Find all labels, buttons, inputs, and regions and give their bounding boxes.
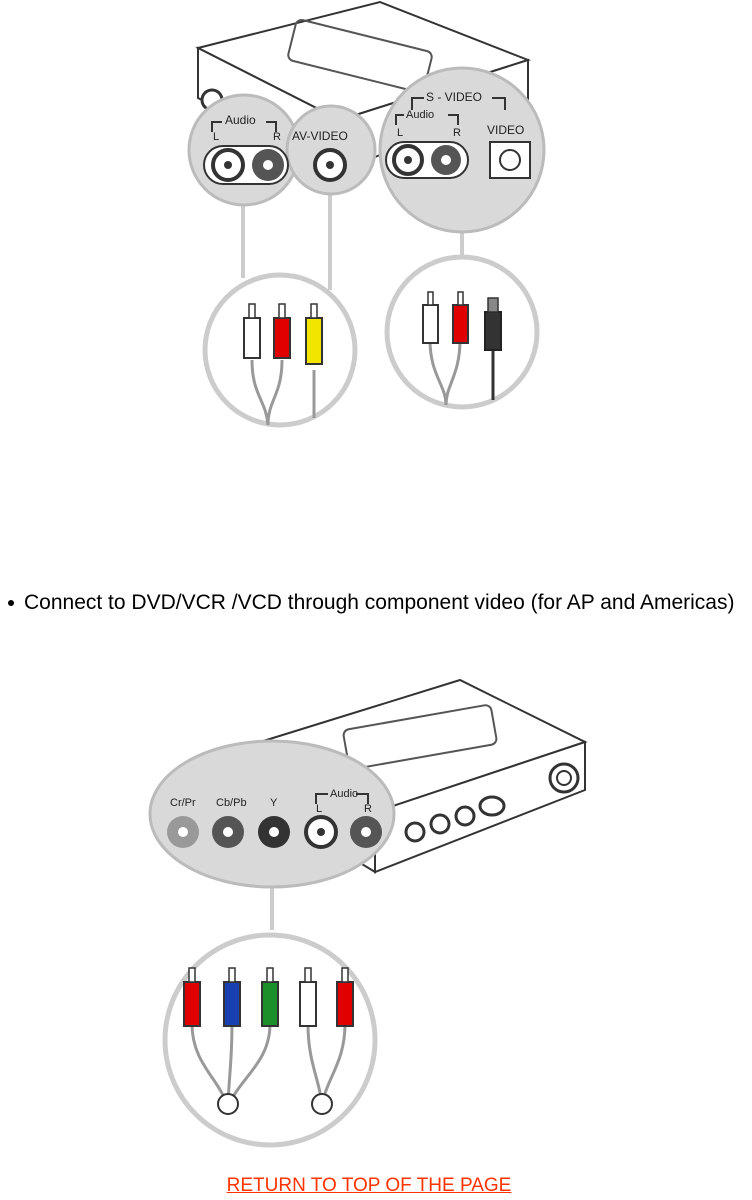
audio-left-label: L [316, 803, 322, 815]
av-video-label: AV-VIDEO [292, 129, 348, 143]
component-video-connection-diagram: Cr/Pr Cb/Pb Y Audio L R [148, 678, 588, 1148]
audio-label: Audio [225, 113, 256, 127]
component-video-instruction: Connect to DVD/VCR /VCD through componen… [24, 591, 735, 614]
svideo-cable-illustration [384, 254, 540, 410]
svideo-audio-label: Audio [406, 109, 434, 121]
cb-pb-label: Cb/Pb [216, 797, 247, 809]
svideo-input-panel: S - VIDEO Audio L R VIDEO [378, 66, 546, 234]
bullet-icon [8, 600, 14, 606]
svideo-label: S - VIDEO [426, 90, 482, 104]
return-to-top-link[interactable]: RETURN TO TOP OF THE PAGE [0, 1175, 752, 1197]
component-cable-illustration [162, 932, 378, 1148]
svideo-audio-right-label: R [453, 127, 461, 139]
audio-right-label: R [273, 131, 281, 143]
audio-label: Audio [330, 788, 358, 800]
component-input-panel: Cr/Pr Cb/Pb Y Audio L R [148, 739, 396, 889]
rca-cable-illustration [202, 272, 358, 428]
av-input-panel: Audio L R AV-VIDEO [187, 93, 377, 207]
video-label: VIDEO [487, 123, 524, 137]
svideo-audio-left-label: L [397, 127, 403, 139]
y-label: Y [270, 797, 278, 809]
av-svideo-connection-diagram: Audio L R AV-VIDEO S - VIDEO Audio L R V… [187, 0, 546, 428]
audio-right-label: R [364, 803, 372, 815]
return-to-top-label: RETURN TO TOP OF THE PAGE [226, 1175, 512, 1196]
audio-left-label: L [213, 131, 219, 143]
cr-pr-label: Cr/Pr [170, 797, 196, 809]
